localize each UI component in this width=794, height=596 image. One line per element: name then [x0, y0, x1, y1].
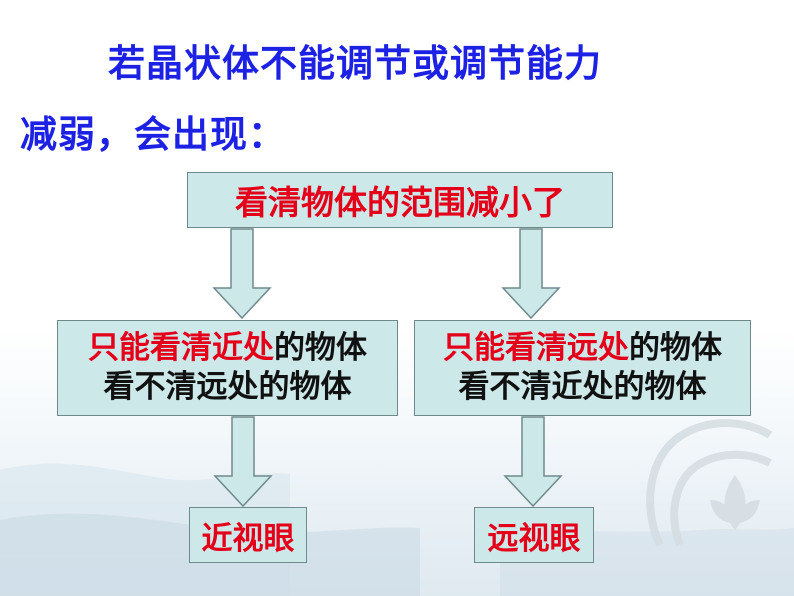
- title-line-2: 减弱，会出现：: [20, 113, 286, 156]
- title-line-1: 若晶状体不能调节或调节能力: [108, 42, 602, 85]
- left-box-line-1: 只能看清近处的物体: [88, 329, 367, 368]
- arrow-down-bottom-left-icon: [213, 416, 273, 508]
- right-box-line-2: 看不清近处的物体: [458, 369, 707, 405]
- arrow-down-bottom-right-icon: [503, 416, 563, 508]
- top-box: 看清物体的范围减小了: [187, 172, 613, 228]
- right-box-line-1: 只能看清远处的物体: [443, 329, 722, 368]
- left-box-line-1-rest: 的物体: [274, 330, 367, 367]
- myopia-box: 近视眼: [189, 507, 307, 563]
- left-box-highlight: 只能看清近处: [88, 330, 274, 367]
- hyperopia-box: 远视眼: [474, 507, 594, 563]
- right-box: 只能看清远处的物体 看不清近处的物体: [414, 320, 751, 416]
- right-box-highlight: 只能看清远处: [443, 330, 629, 367]
- right-box-line-1-rest: 的物体: [629, 330, 722, 367]
- left-box-line-2: 看不清远处的物体: [103, 369, 352, 405]
- arrow-down-top-right-icon: [501, 228, 561, 320]
- left-box: 只能看清近处的物体 看不清远处的物体: [57, 320, 398, 416]
- watermark-logo-icon: [646, 419, 773, 547]
- arrow-down-top-left-icon: [212, 228, 272, 320]
